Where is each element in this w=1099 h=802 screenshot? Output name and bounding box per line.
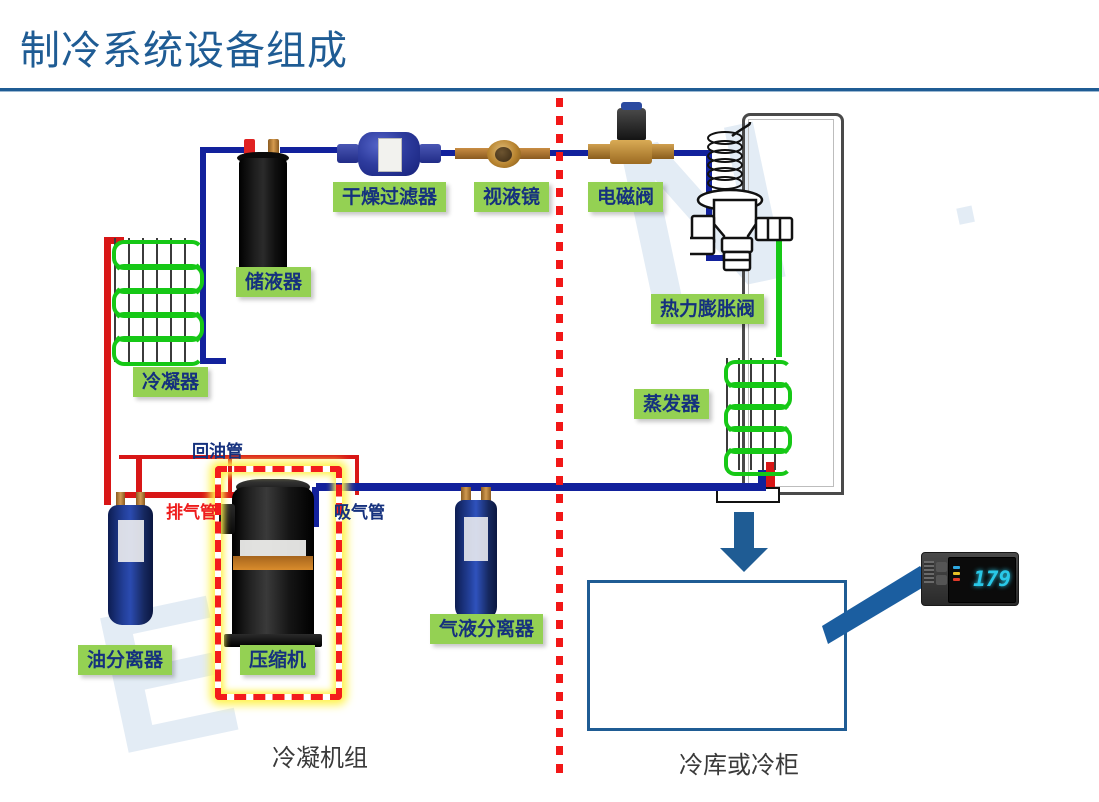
receiver-port-red [244, 139, 255, 159]
pipe-oilsep-inlet [136, 455, 142, 495]
oil-separator-port-1 [116, 492, 125, 508]
caption-cold-room-or-case: 冷库或冷柜 [679, 751, 799, 779]
filter-drier-nut-right [419, 144, 441, 163]
solenoid-nut-right [652, 144, 674, 159]
controller-status-icons [953, 566, 971, 584]
label-accumulator: 气液分离器 [430, 614, 544, 644]
down-arrow-icon [720, 512, 768, 572]
pipe-condenser-out-bottom [200, 358, 226, 364]
label-oil-separator: 油分离器 [78, 645, 173, 675]
receiver-port-copper [268, 139, 279, 159]
label-sight-glass: 视液镜 [474, 182, 550, 212]
pipe-suction-drop [312, 487, 319, 523]
pipe-drier-to-sight [437, 150, 463, 156]
compressor-band [233, 556, 313, 570]
filter-drier-label-sticker [378, 138, 402, 172]
cold-room-photo-frame [587, 580, 847, 731]
solenoid-nut-left [588, 144, 610, 159]
watermark-mark-3: · [937, 149, 1002, 278]
solenoid-coil [617, 108, 646, 140]
pipe-oil-return-down [355, 455, 359, 495]
receiver-tank [239, 158, 287, 276]
pipe-condenser-out-vertical [200, 147, 206, 362]
oil-separator-sticker [118, 520, 144, 562]
pipe-receiver-outlet [280, 147, 342, 153]
controller-buttons [936, 562, 948, 588]
pipe-txv-out-vertical [776, 232, 782, 357]
evaporator-coil [722, 358, 792, 476]
condenser-coil [108, 238, 204, 366]
accumulator-port-1 [461, 487, 471, 502]
oil-separator-port-2 [136, 492, 145, 508]
pipe-discharge-vertical [104, 240, 111, 505]
system-divider-dotted-line [556, 98, 563, 776]
title-divider [0, 88, 1099, 91]
accumulator-sticker [464, 517, 488, 561]
caption-condensing-unit: 冷凝机组 [272, 744, 368, 772]
pipe-oil-return-top [119, 455, 359, 459]
page-title: 制冷系统设备组成 [20, 28, 348, 74]
pipe-txv-inlet [706, 255, 728, 261]
label-compressor: 压缩机 [240, 645, 316, 675]
pipe-sight-to-solenoid [540, 150, 596, 156]
label-oil-return-line: 回油管 [192, 442, 243, 462]
pipe-bulb-marker [766, 462, 775, 498]
solenoid-valve-body [610, 140, 652, 164]
label-txv: 热力膨胀阀 [651, 294, 765, 324]
controller-display-value: 179 [973, 567, 1011, 591]
compressor-base [224, 634, 322, 647]
accumulator-port-2 [481, 487, 491, 502]
controller-display-panel: 179 [948, 557, 1016, 603]
controller-leader-line [822, 566, 932, 644]
compressor-terminal-box [219, 504, 235, 534]
pipe-suction-main [316, 483, 766, 491]
label-suction-line: 吸气管 [334, 503, 385, 523]
sight-glass-pipe-right [518, 148, 550, 159]
label-solenoid-valve: 电磁阀 [588, 182, 664, 212]
label-evaporator: 蒸发器 [634, 389, 710, 419]
label-receiver: 储液器 [236, 267, 312, 297]
title-divider-thin [0, 91, 1099, 92]
pipe-receiver-inlet [204, 147, 249, 153]
label-discharge-line: 排气管 [166, 503, 217, 523]
pipe-oil-return-branch [228, 455, 232, 493]
filter-drier-nut-left [337, 144, 359, 163]
label-condenser: 冷凝器 [133, 367, 209, 397]
label-filter-drier: 干燥过滤器 [333, 182, 447, 212]
controller-vent-slots [924, 561, 934, 583]
pipe-discharge-horizontal [121, 492, 236, 498]
compressor-highlight-box [215, 466, 342, 700]
sight-glass-pipe-left [455, 148, 491, 159]
sight-glass-window [495, 147, 512, 162]
digital-temperature-controller: 179 [921, 552, 1019, 606]
pipe-solenoid-to-txv [668, 150, 712, 156]
solenoid-coil-top [621, 102, 642, 110]
thermal-expansion-valve-drawing [690, 121, 794, 272]
